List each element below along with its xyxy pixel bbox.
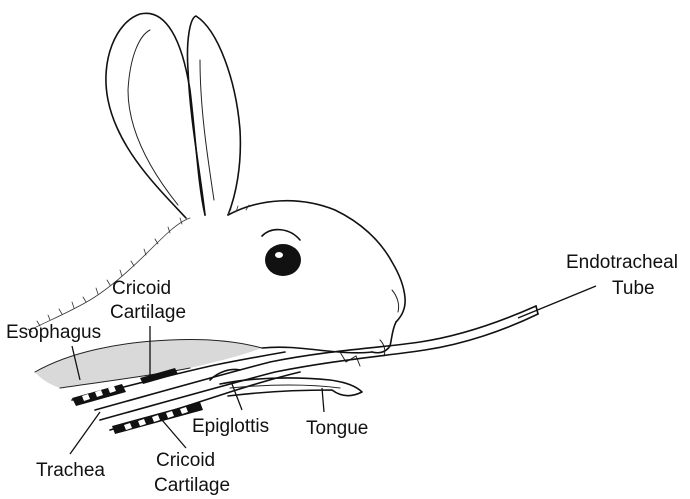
leader-cricoid-bottom: [162, 420, 186, 448]
leader-endotracheal: [518, 286, 596, 318]
eye: [265, 244, 301, 276]
label-cricoid-bottom-2: Cartilage: [154, 475, 230, 496]
head-outline: [228, 201, 405, 322]
leader-trachea: [70, 412, 100, 454]
right-ear: [187, 16, 240, 215]
nose: [372, 322, 396, 353]
label-endotracheal-2: Tube: [612, 278, 655, 299]
brow: [262, 230, 300, 240]
label-esophagus: Esophagus: [6, 322, 101, 343]
label-tongue: Tongue: [306, 418, 368, 439]
label-cricoid-top-1: Cricoid: [112, 278, 171, 299]
ears: [106, 13, 240, 218]
label-cricoid-top-2: Cartilage: [110, 302, 186, 323]
left-ear: [106, 13, 205, 218]
label-epiglottis: Epiglottis: [192, 416, 269, 437]
head: [228, 201, 405, 366]
label-cricoid-bottom-1: Cricoid: [156, 450, 215, 471]
leader-tongue: [322, 388, 324, 412]
label-trachea: Trachea: [36, 460, 105, 481]
label-endotracheal-1: Endotracheal: [566, 252, 678, 273]
